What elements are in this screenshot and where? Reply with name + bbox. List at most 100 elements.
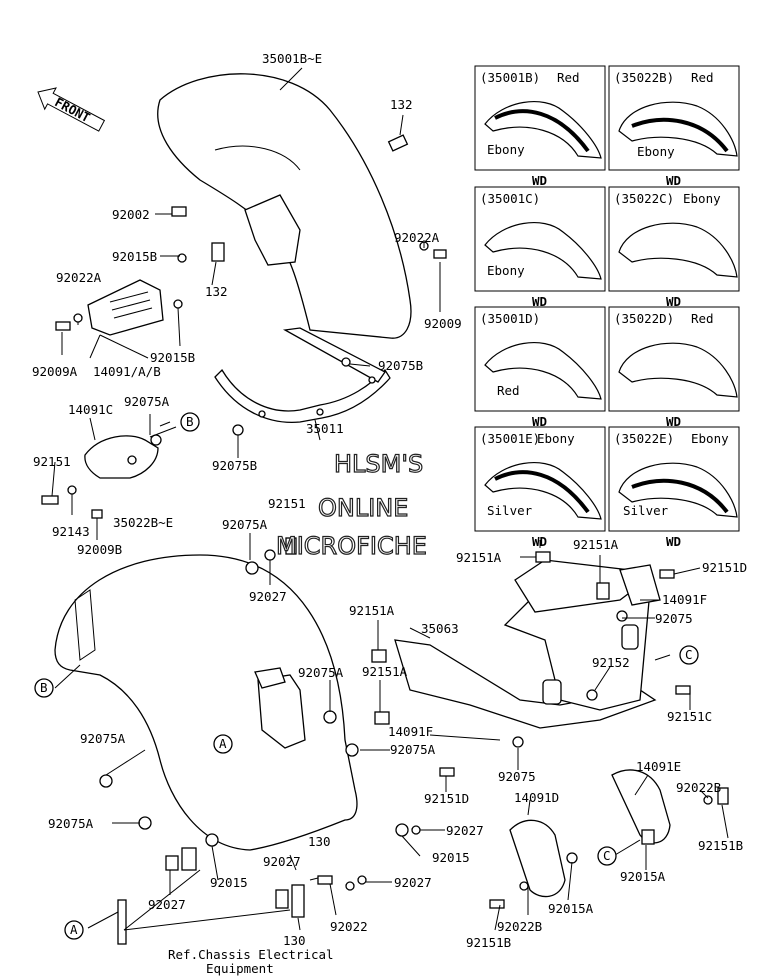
color-variant-grid: (35001B)RedEbonyWD(35022B)RedEbonyWD(350… [474, 65, 740, 549]
variant-code: (35001B) [480, 70, 540, 85]
variant-model: WD [666, 294, 681, 309]
fender-sketch [618, 101, 738, 157]
part-label: 14091F [388, 724, 433, 739]
part-label: 92015A [620, 869, 666, 884]
bracket-14091e [611, 769, 671, 844]
part-label: 92027 [263, 854, 301, 869]
variant-model: WD [532, 534, 547, 549]
front-arrow-label: FRONT [52, 94, 92, 125]
fender-sketch [618, 462, 738, 518]
part-label: 92151B [698, 838, 743, 853]
part-label: 92152 [592, 655, 630, 670]
part-label: 92075B [378, 358, 423, 373]
part-label: 92151A [573, 537, 619, 552]
variant-model: WD [532, 294, 547, 309]
color-stripe [494, 109, 590, 153]
part-label: 130 [308, 834, 331, 849]
variant-color-label: Red [691, 311, 714, 326]
part-label: 92027 [249, 589, 287, 604]
part-label: 92151 [268, 496, 306, 511]
part-label: 92027 [148, 897, 186, 912]
part-label: 92009A [32, 364, 78, 379]
part-label: 92027 [446, 823, 484, 838]
variant-color-label: Red [691, 70, 714, 85]
bracket-14091d [509, 819, 566, 898]
fender-sketch [484, 462, 602, 520]
fender-sketch [484, 222, 602, 280]
svg-text:B: B [40, 680, 48, 695]
watermark-line2: ONLINE [318, 494, 408, 522]
ref-marker-c: C [597, 846, 617, 866]
leader-lines [51, 67, 729, 931]
part-label: 92015 [432, 850, 470, 865]
variant-code: (35022D) [614, 311, 674, 326]
variant-color-label: Ebony [691, 431, 729, 446]
variant-color-label: Ebony [683, 191, 721, 206]
variant-color-label: Red [497, 383, 520, 398]
fasteners-rear [99, 537, 729, 945]
variant-color-label: Red [557, 70, 580, 85]
frame-35063 [394, 559, 661, 729]
part-label: 92151B [466, 935, 511, 950]
svg-text:C: C [603, 848, 611, 863]
part-label: 92151A [456, 550, 502, 565]
fasteners-front [41, 134, 447, 519]
ref-marker-b: B [180, 412, 200, 432]
part-label: 92151 [33, 454, 71, 469]
variant-model: WD [666, 534, 681, 549]
part-label: 92002 [112, 207, 150, 222]
variant-model: WD [666, 173, 681, 188]
watermark-line1: HLSM'S [334, 450, 423, 478]
variant-code: (35022B) [614, 70, 674, 85]
part-label: 92022B [497, 919, 542, 934]
svg-text:A: A [70, 922, 78, 937]
part-label: 92015B [150, 350, 195, 365]
variant-model: WD [532, 173, 547, 188]
color-stripe [631, 117, 729, 153]
part-label: 92009 [424, 316, 462, 331]
part-label: 35011 [306, 421, 344, 436]
part-label: 14091/A/B [93, 364, 161, 379]
part-labels: 35001B~E 132 92002 92015B 92022A 92022A … [32, 51, 747, 950]
variant-color-label: Ebony [637, 144, 675, 159]
part-label: 92151A [362, 664, 408, 679]
variant-model: WD [666, 414, 681, 429]
part-label: 14091F [662, 592, 707, 607]
watermark-line3: MICROFICHE [276, 532, 427, 560]
svg-text:A: A [219, 736, 227, 751]
bracket-14091c [84, 435, 159, 479]
svg-text:C: C [685, 647, 693, 662]
ref-markers: B B C C A A [34, 412, 699, 940]
part-label: 92022B [676, 780, 721, 795]
front-arrow-icon: FRONT [37, 87, 106, 132]
part-label: 92015A [548, 901, 594, 916]
part-label: 92151A [349, 603, 395, 618]
part-label: 132 [390, 97, 413, 112]
fender-sketch [618, 342, 738, 398]
variant-color-label: Silver [623, 503, 669, 518]
part-label: 92075A [124, 394, 170, 409]
part-label: 132 [205, 284, 228, 299]
part-label: 92075A [80, 731, 126, 746]
variant-model: WD [532, 414, 547, 429]
watermark: HLSM'S ONLINE MICROFICHE [275, 449, 427, 560]
part-label: 92075A [390, 742, 436, 757]
part-label: 92075B [212, 458, 257, 473]
color-stripe [631, 478, 729, 514]
color-stripe [494, 470, 590, 514]
fender-sketch [484, 101, 602, 159]
ref-marker-a: A [64, 920, 84, 940]
variant-code: (35001D) [480, 311, 540, 326]
part-label: 92075 [655, 611, 693, 626]
part-label: 92075A [48, 816, 94, 831]
front-cover [87, 279, 164, 336]
part-label: 92075A [222, 517, 268, 532]
part-label: 35022B~E [113, 515, 173, 530]
part-label: 35063 [421, 621, 459, 636]
